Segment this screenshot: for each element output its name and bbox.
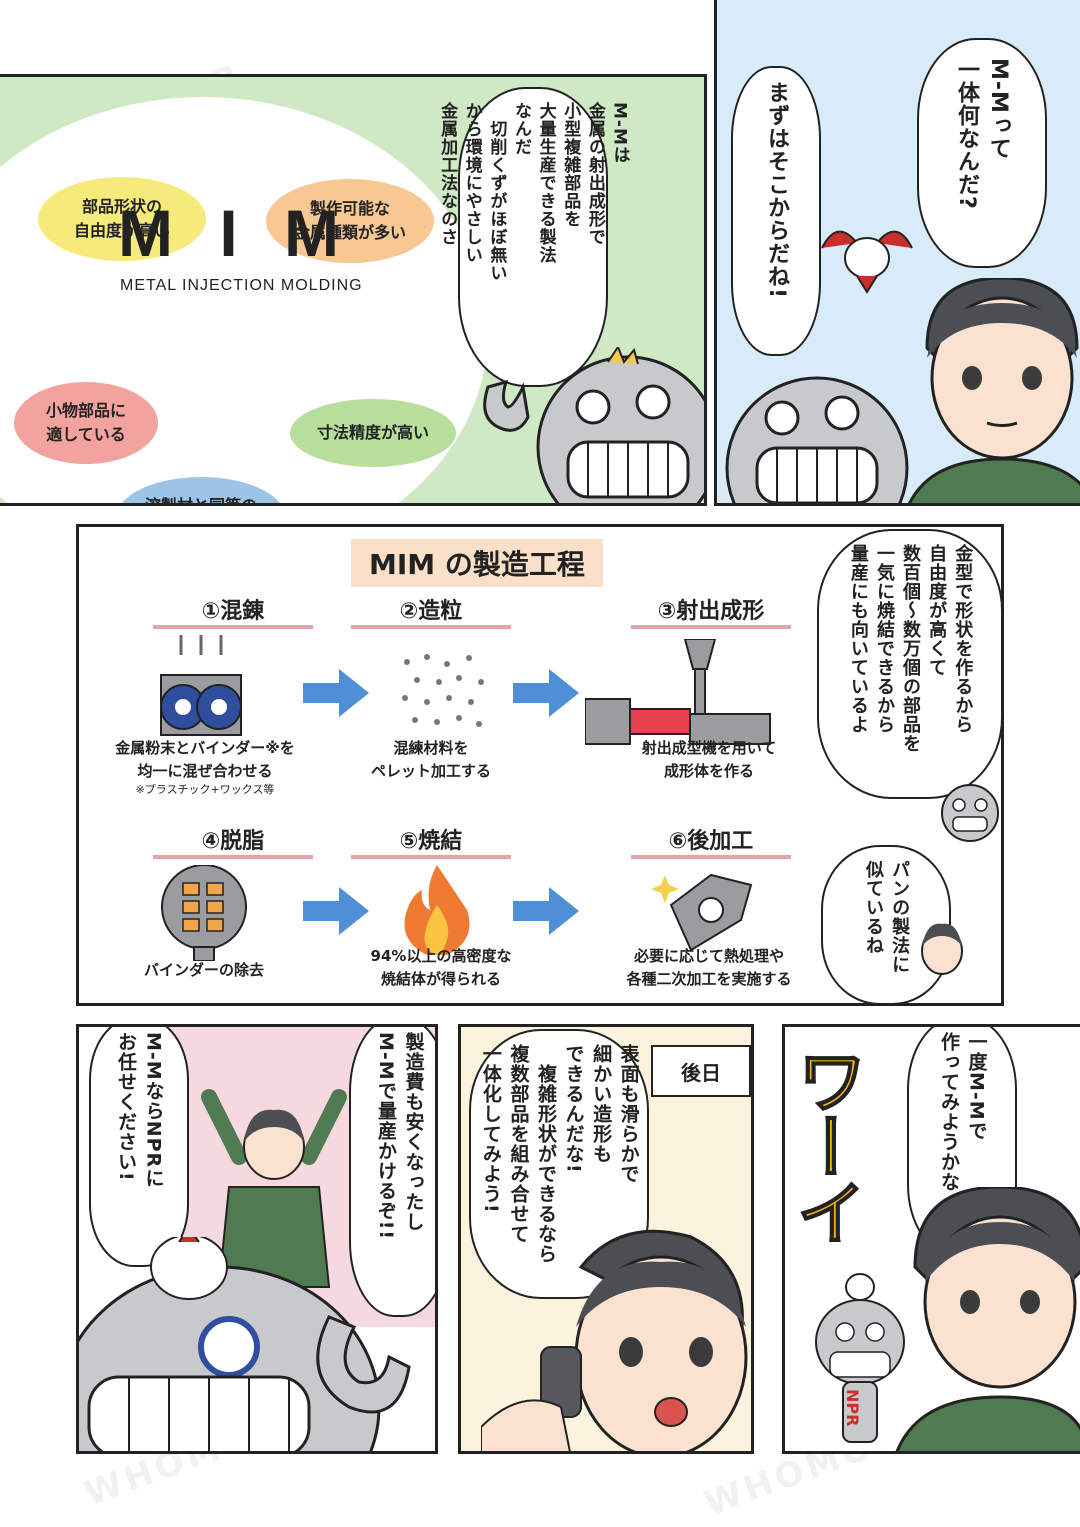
npr-label: NPR xyxy=(843,1389,862,1427)
panel-manufacturing-process: MIM の製造工程 ①混錬 ②造粒 ③射出成形 ④脱脂 ⑤焼結 ⑥後加工 金属粉… xyxy=(76,524,1004,1006)
speech-text: M-Mって 一体何なんだ? xyxy=(954,58,1011,210)
speech-bubble-robot: 金型で形状を作るから 自由度が高くて 数百個～数万個の部品を 一気に焼結できるか… xyxy=(817,529,1001,799)
finished-part-icon xyxy=(651,873,753,951)
step-title-granulation: ②造粒 xyxy=(351,593,511,629)
step-title-debinding: ④脱脂 xyxy=(153,823,313,859)
step-caption-kneading: 金属粉末とバインダー※を 均一に混ぜ合わせる ※プラスチック+ワックス等 xyxy=(79,737,331,799)
pellets-icon xyxy=(402,654,484,727)
badge-small-parts: 小物部品に 適している xyxy=(14,382,158,464)
man-cheering-illustration xyxy=(201,1089,347,1288)
speech-text: M-MならNPRに お任せください! xyxy=(115,1032,165,1189)
step-caption-injection: 射出成型機を用いて 成形体を作る xyxy=(641,739,777,780)
speech-bubble-robot: まずはそこからだね! xyxy=(731,66,821,356)
robot-illustration xyxy=(483,347,704,503)
panel-try-mim: ワーイ 一度M-Mで 作ってみようかな NPR xyxy=(782,1024,1080,1454)
step-caption-post-processing: 必要に応じて熱処理や 各種二次加工を実施する xyxy=(626,947,792,988)
man-thinking-illustration xyxy=(895,1187,1080,1451)
speech-text: 金型で形状を作るから 自由度が高くて 数百個～数万個の部品を 一気に焼結できるか… xyxy=(847,544,974,753)
panel-mim-features: 部品形状の 自由度が高い 製作可能な 金属種類が多い 小物部品に 適している 寸… xyxy=(0,74,707,506)
speech-bubble-robot: M-Mは 金属の射出成形で 小型複雑部品を 大量生産できる製法 なんだ 切削くず… xyxy=(437,87,630,387)
step-title-sintering: ⑤焼結 xyxy=(351,823,511,859)
arrow-right-icon xyxy=(303,887,369,935)
injection-machine-icon xyxy=(585,639,771,745)
panel-later: 後日 表面も滑らかで 細かい造形も できるんだな! 複雑形状ができるなら 複数部… xyxy=(458,1024,754,1454)
speech-bubble-man: 製造費も安くなったし M-Mで量産かけるぞ!! xyxy=(349,1027,435,1317)
mim-subtitle: METAL INJECTION MOLDING xyxy=(120,277,363,294)
caption-text: 金属粉末とバインダー※を 均一に混ぜ合わせる xyxy=(115,739,295,780)
kneader-icon xyxy=(160,635,242,736)
badge-dimension-accuracy: 寸法精度が高い xyxy=(290,399,456,467)
time-label: 後日 xyxy=(651,1045,751,1097)
step-title-post-processing: ⑥後加工 xyxy=(631,823,791,859)
speech-bubble-man: M-Mって 一体何なんだ? xyxy=(917,38,1047,268)
badge-metal-types: 製作可能な 金属種類が多い xyxy=(266,179,434,263)
step-title-injection: ③射出成形 xyxy=(631,593,791,629)
arrow-right-icon xyxy=(513,669,579,717)
step-caption-granulation: 混練材料を ペレット加工する xyxy=(370,739,491,780)
man-mini-icon xyxy=(921,923,963,975)
robot-illustration xyxy=(725,376,909,503)
speech-text: M-Mは 金属の射出成形で 小型複雑部品を 大量生産できる製法 なんだ 切削くず… xyxy=(437,102,630,282)
panel-mass-production: 製造費も安くなったし M-Mで量産かけるぞ!! M-MならNPRに お任せくださ… xyxy=(76,1024,438,1454)
arrow-right-icon xyxy=(513,887,579,935)
robot-illustration xyxy=(79,1237,411,1451)
speech-text: 製造費も安くなったし M-Mで量産かけるぞ!! xyxy=(375,1032,425,1241)
robot-mini-icon xyxy=(941,784,999,842)
speech-text: 表面も滑らかで 細かい造形も できるんだな! 複雑形状ができるなら 複数部品を組… xyxy=(479,1044,640,1264)
badge-shape-freedom: 部品形状の 自由度が高い xyxy=(38,177,206,261)
step-title-kneading: ①混錬 xyxy=(153,593,313,629)
man-illustration xyxy=(908,278,1080,503)
speech-bubble-man: パンの製法に 似ているね xyxy=(821,845,951,1003)
sfx-text: ワーイ xyxy=(785,1044,868,1244)
step-caption-sintering: 94%以上の高密度な 焼結体が得られる xyxy=(370,947,512,988)
speech-text: まずはそこからだね! xyxy=(763,81,789,300)
step-caption-debinding: バインダーの除去 xyxy=(143,961,264,979)
debinding-furnace-icon xyxy=(161,865,247,961)
speech-text: 一度M-Mで 作ってみようかな xyxy=(938,1032,988,1192)
speech-bubble-robot: M-MならNPRに お任せください! xyxy=(89,1027,189,1267)
arrow-right-icon xyxy=(303,669,369,717)
mim-title: M I M xyxy=(118,196,353,270)
flame-icon xyxy=(404,865,470,955)
man-surprised-illustration xyxy=(481,1229,748,1451)
robot-dancing-illustration xyxy=(815,1273,905,1443)
bird-illustration xyxy=(821,230,913,294)
speech-text: パンの製法に 似ているね xyxy=(863,860,911,974)
panel-what-is-mim: M-Mって 一体何なんだ? まずはそこからだね! xyxy=(714,0,1080,506)
process-title: MIM の製造工程 xyxy=(351,539,603,587)
caption-note: ※プラスチック+ワックス等 xyxy=(135,783,275,796)
